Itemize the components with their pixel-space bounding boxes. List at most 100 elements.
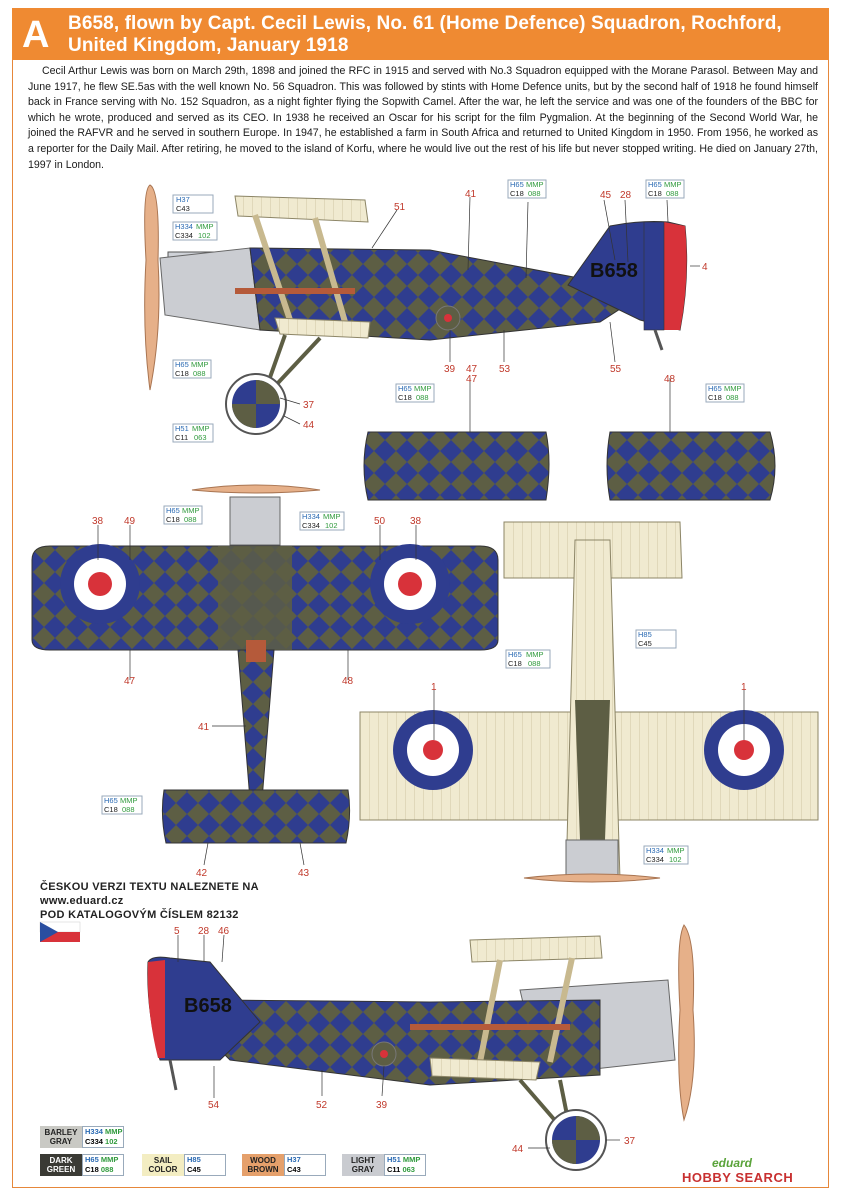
callout-41: 41 [465,189,477,200]
serial-number-left: B658 [590,260,638,282]
underside-view [359,521,819,883]
callout-54: 54 [208,1100,220,1111]
svg-text:H65: H65 [508,650,522,659]
svg-text:102: 102 [325,521,338,530]
svg-text:C334: C334 [646,855,664,864]
lower-wing-undersides [363,431,776,501]
svg-text:MMP: MMP [667,846,685,855]
svg-text:H334: H334 [646,846,664,855]
svg-text:MMP: MMP [191,360,209,369]
svg-text:C334: C334 [175,231,193,240]
top-view [31,484,499,844]
profile-right-side: B658 [147,924,695,1171]
callout-38a: 38 [92,516,104,527]
callout-48b: 48 [342,676,354,687]
callout-leaders [97,196,745,1149]
svg-text:H65: H65 [166,506,180,515]
eduard-logo: eduard [712,1156,753,1170]
svg-text:H65: H65 [104,796,118,805]
svg-text:MMP: MMP [526,180,544,189]
callout-47a: 47 [466,364,478,375]
czech-note-line1: ČESKOU VERZI TEXTU NALEZNETE NA [40,881,259,893]
svg-text:H65: H65 [648,180,662,189]
callout-45: 45 [600,190,612,201]
svg-text:C18: C18 [708,393,722,402]
callout-39: 39 [444,364,456,375]
svg-text:063: 063 [194,433,207,442]
svg-text:MMP: MMP [414,384,432,393]
svg-text:088: 088 [416,393,429,402]
callout-37b: 37 [624,1136,636,1147]
svg-text:C43: C43 [176,204,190,213]
svg-text:C18: C18 [648,189,662,198]
callout-28b: 28 [198,926,210,937]
callout-38b: 38 [410,516,422,527]
svg-text:H65: H65 [175,360,189,369]
svg-text:088: 088 [184,515,197,524]
svg-text:MMP: MMP [196,222,214,231]
callout-47b: 47 [466,374,478,385]
paint-reference-boxes: H37 C43 H334 MMP C334 102 H65 MMP C18 08… [101,179,745,865]
callout-1a: 1 [431,682,437,693]
svg-text:MMP: MMP [526,650,544,659]
czech-note-line2[interactable]: www.eduard.cz [40,895,124,907]
svg-text:C18: C18 [398,393,412,402]
callout-51: 51 [394,202,406,213]
svg-text:C18: C18 [175,369,189,378]
czech-version-note: ČESKOU VERZI TEXTU NALEZNETE NA www.edua… [40,880,259,922]
profile-header: A B658, flown by Capt. Cecil Lewis, No. … [12,8,829,60]
svg-text:MMP: MMP [192,424,210,433]
svg-text:H65: H65 [708,384,722,393]
profile-left-side: B658 [144,184,688,435]
callout-39b: 39 [376,1100,388,1111]
callout-53: 53 [499,364,511,375]
svg-text:088: 088 [122,805,135,814]
svg-text:MMP: MMP [664,180,682,189]
callout-52: 52 [316,1100,328,1111]
callout-50: 50 [374,516,386,527]
callout-1b: 1 [741,682,747,693]
serial-number-right: B658 [184,995,232,1017]
profile-letter: A [22,14,50,56]
svg-text:H334: H334 [302,512,320,521]
callout-46: 46 [218,926,230,937]
callout-42: 42 [196,868,208,879]
callout-43: 43 [298,868,310,879]
svg-text:C45: C45 [638,639,652,648]
svg-text:C334: C334 [302,521,320,530]
callout-28: 28 [620,190,632,201]
svg-text:102: 102 [669,855,682,864]
svg-text:C18: C18 [510,189,524,198]
svg-text:H65: H65 [398,384,412,393]
svg-text:102: 102 [198,231,211,240]
callout-4: 4 [702,262,708,273]
svg-text:H85: H85 [638,630,652,639]
svg-text:H37: H37 [176,195,190,204]
callout-48a: 48 [664,374,676,385]
svg-text:H65: H65 [510,180,524,189]
hobby-search-logo: HOBBY SEARCH [682,1170,794,1185]
svg-text:088: 088 [666,189,679,198]
pilot-biography: Cecil Arthur Lewis was born on March 29t… [28,65,818,171]
callout-41b: 41 [198,722,210,733]
callout-55: 55 [610,364,622,375]
callout-44a: 44 [303,420,315,431]
svg-text:MMP: MMP [323,512,341,521]
svg-text:088: 088 [726,393,739,402]
callout-44b: 44 [512,1144,524,1155]
svg-text:C18: C18 [104,805,118,814]
